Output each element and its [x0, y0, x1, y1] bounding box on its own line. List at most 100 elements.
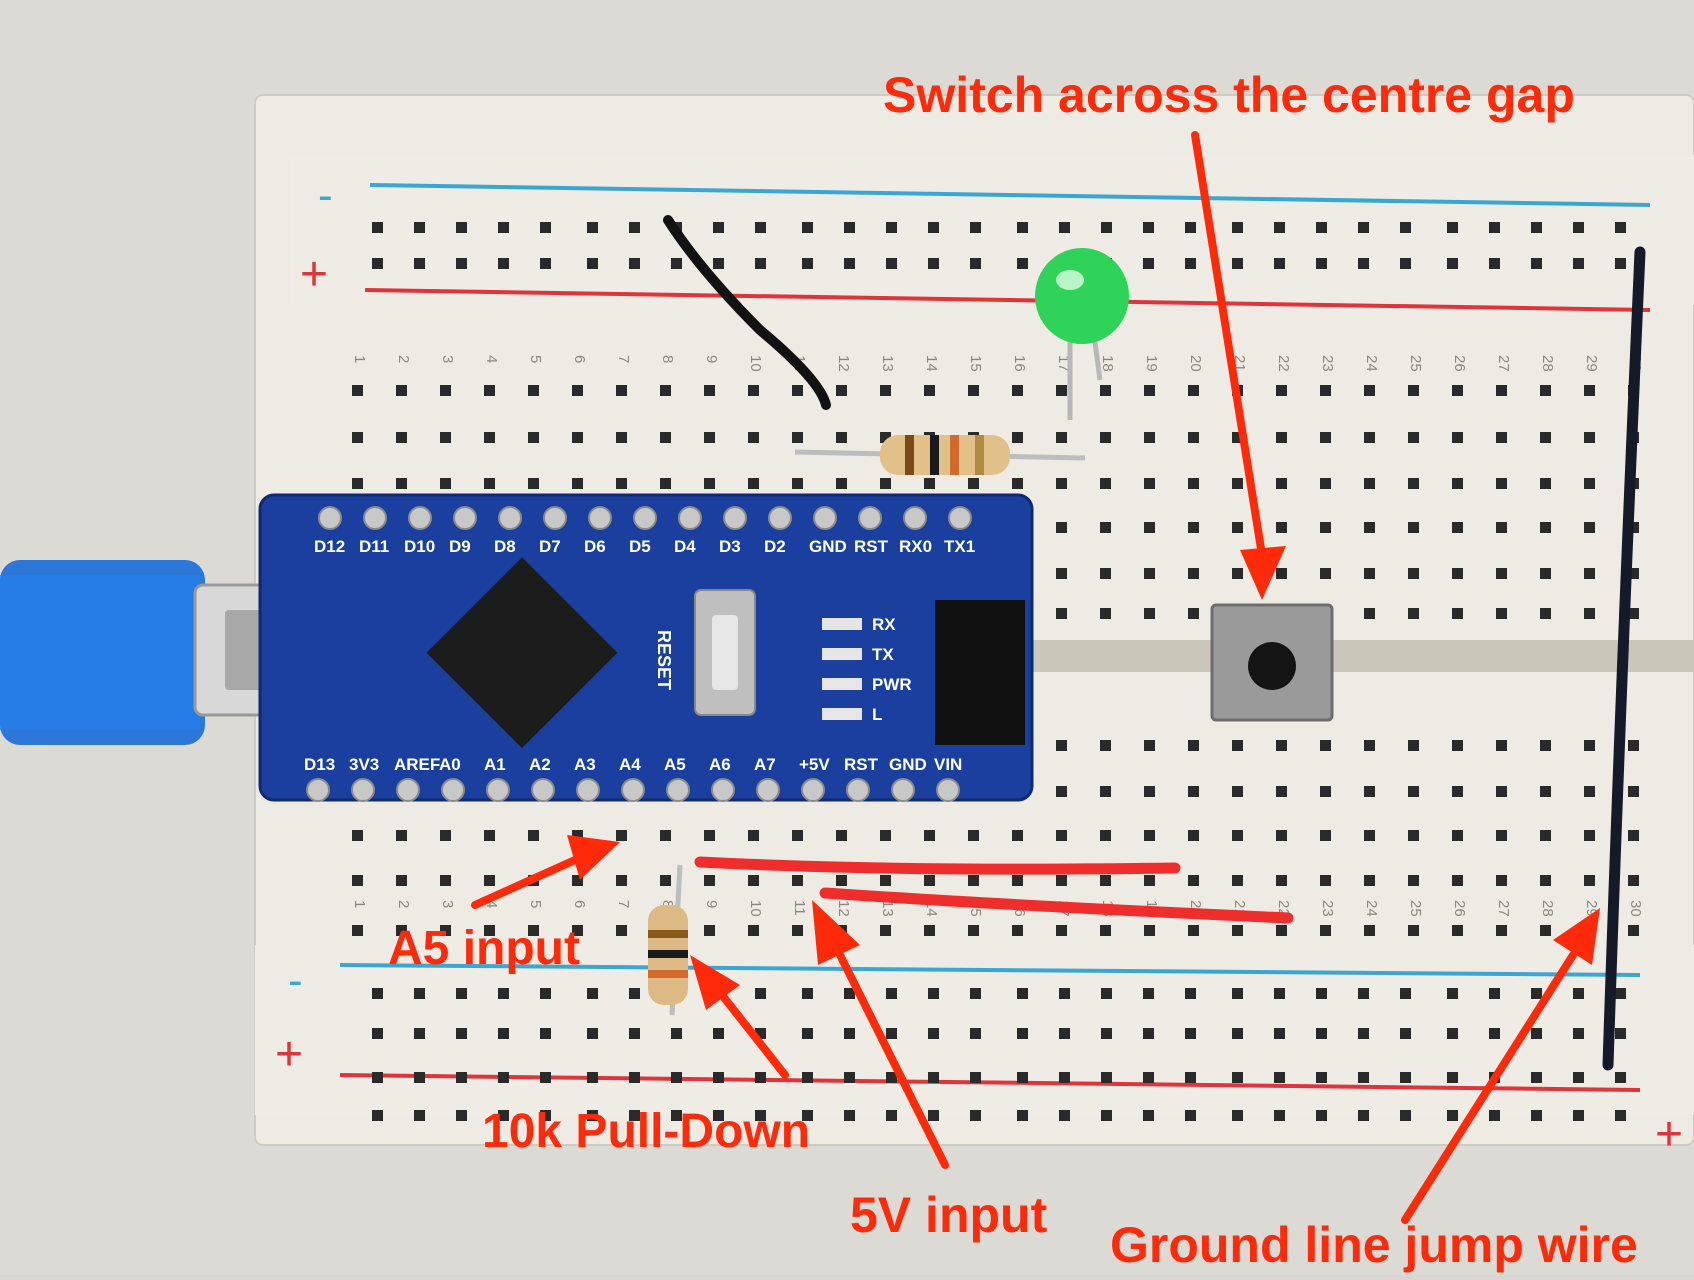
- breadboard-hole: [1408, 568, 1419, 579]
- breadboard-hole: [1540, 830, 1551, 841]
- board-pin: [621, 778, 645, 802]
- rail-hole: [1400, 1028, 1411, 1039]
- breadboard-hole: [1012, 830, 1023, 841]
- breadboard-hole: [1540, 478, 1551, 489]
- breadboard-hole: [968, 875, 979, 886]
- rail-hole: [1400, 258, 1411, 269]
- column-number: 3: [439, 355, 456, 363]
- breadboard-hole: [440, 925, 451, 936]
- breadboard-hole: [1628, 740, 1639, 751]
- rail-plus-bottom: +: [275, 1028, 303, 1081]
- column-number: 7: [615, 355, 632, 363]
- breadboard-hole: [1056, 568, 1067, 579]
- board-pin: [588, 506, 612, 530]
- breadboard-hole: [968, 925, 979, 936]
- bottom-pin-label: A3: [574, 755, 596, 774]
- breadboard-hole: [880, 830, 891, 841]
- breadboard-hole: [924, 830, 935, 841]
- board-pin: [576, 778, 600, 802]
- column-number: 23: [1319, 355, 1336, 372]
- breadboard-hole: [836, 432, 847, 443]
- breadboard-hole: [396, 925, 407, 936]
- breadboard-hole: [924, 478, 935, 489]
- rail-hole: [629, 988, 640, 999]
- breadboard-hole: [1628, 925, 1639, 936]
- column-number: 6: [571, 900, 588, 908]
- breadboard-hole: [396, 875, 407, 886]
- breadboard-hole: [1364, 608, 1375, 619]
- board-pin: [498, 506, 522, 530]
- rail-hole: [1316, 1028, 1327, 1039]
- rail-hole: [1017, 1110, 1028, 1121]
- breadboard-hole: [1056, 740, 1067, 751]
- breadboard-hole: [1496, 385, 1507, 396]
- rail-hole: [1059, 1110, 1070, 1121]
- rail-hole: [970, 222, 981, 233]
- rail-hole: [1185, 1072, 1196, 1083]
- column-number: 2: [395, 355, 412, 363]
- column-number: 25: [1407, 900, 1424, 917]
- breadboard-hole: [1364, 432, 1375, 443]
- breadboard-hole: [1012, 875, 1023, 886]
- column-number: 13: [879, 900, 896, 917]
- rail-hole: [1059, 222, 1070, 233]
- rail-hole: [755, 1110, 766, 1121]
- breadboard-hole: [1100, 740, 1111, 751]
- rail-hole: [1615, 1072, 1626, 1083]
- breadboard-hole: [1584, 740, 1595, 751]
- rail-hole: [587, 258, 598, 269]
- led-label: L: [872, 705, 882, 724]
- rail-hole: [1447, 988, 1458, 999]
- reset-button[interactable]: [694, 589, 756, 716]
- rail-hole: [1531, 1028, 1542, 1039]
- board-pin: [666, 778, 690, 802]
- rail-hole: [970, 1028, 981, 1039]
- breadboard-hole: [1628, 875, 1639, 886]
- breadboard-hole: [440, 385, 451, 396]
- rail-hole: [928, 258, 939, 269]
- column-number: 24: [1363, 355, 1380, 372]
- rail-hole: [1573, 1072, 1584, 1083]
- breadboard-hole: [1496, 432, 1507, 443]
- smd-led: [822, 678, 862, 690]
- breadboard-hole: [1364, 875, 1375, 886]
- breadboard-hole: [792, 875, 803, 886]
- column-number: 1: [351, 355, 368, 363]
- rail-hole: [671, 1072, 682, 1083]
- pull-down-resistor-icon: [648, 864, 688, 1016]
- rail-hole: [372, 222, 383, 233]
- breadboard-hole: [660, 432, 671, 443]
- breadboard-hole: [1408, 786, 1419, 797]
- rail-hole: [456, 1028, 467, 1039]
- board-pin: [318, 506, 342, 530]
- rail-hole: [1358, 1110, 1369, 1121]
- breadboard-hole: [616, 385, 627, 396]
- board-pin: [936, 778, 960, 802]
- breadboard-hole: [352, 830, 363, 841]
- breadboard-hole: [1144, 385, 1155, 396]
- rail-hole: [1400, 222, 1411, 233]
- breadboard-hole: [792, 432, 803, 443]
- breadboard-hole: [352, 385, 363, 396]
- pushbutton-icon[interactable]: [1210, 603, 1334, 722]
- column-number: 27: [1495, 900, 1512, 917]
- chip-icon: [426, 557, 618, 749]
- breadboard-hole: [1056, 385, 1067, 396]
- breadboard-hole: [1540, 786, 1551, 797]
- breadboard-hole: [528, 830, 539, 841]
- board-pin: [678, 506, 702, 530]
- rail-hole: [1143, 222, 1154, 233]
- column-number: 8: [659, 355, 676, 363]
- reset-label: RESET: [654, 630, 674, 690]
- rail-hole: [498, 258, 509, 269]
- board-pin: [903, 506, 927, 530]
- breadboard-hole: [1144, 608, 1155, 619]
- rail-hole: [886, 1028, 897, 1039]
- rail-hole: [629, 1072, 640, 1083]
- rail-hole: [1489, 1028, 1500, 1039]
- column-number: 4: [483, 900, 500, 908]
- rail-hole: [1232, 222, 1243, 233]
- breadboard-hole: [1408, 830, 1419, 841]
- breadboard-hole: [1320, 568, 1331, 579]
